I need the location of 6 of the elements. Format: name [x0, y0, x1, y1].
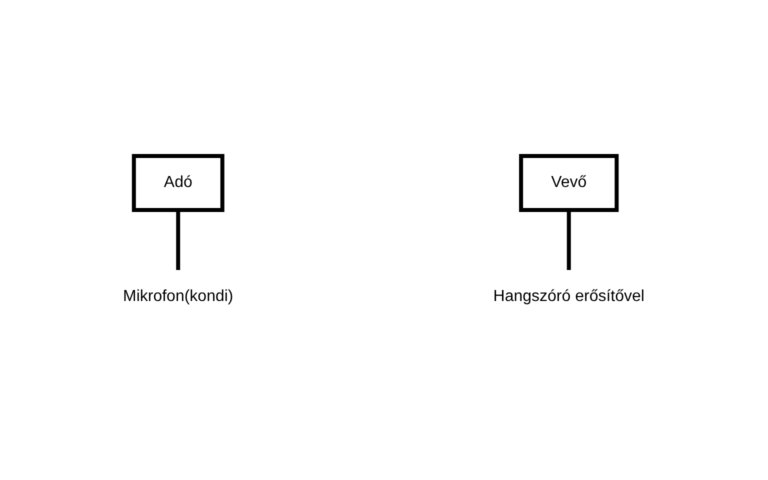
connector	[567, 210, 572, 270]
node-box: Adó	[132, 154, 225, 212]
node-text: Hangszóró erősítővel	[494, 288, 645, 305]
node-box: Vevő	[519, 154, 619, 212]
node-text: Mikrofon(kondi)	[123, 288, 234, 305]
connector	[176, 210, 180, 270]
